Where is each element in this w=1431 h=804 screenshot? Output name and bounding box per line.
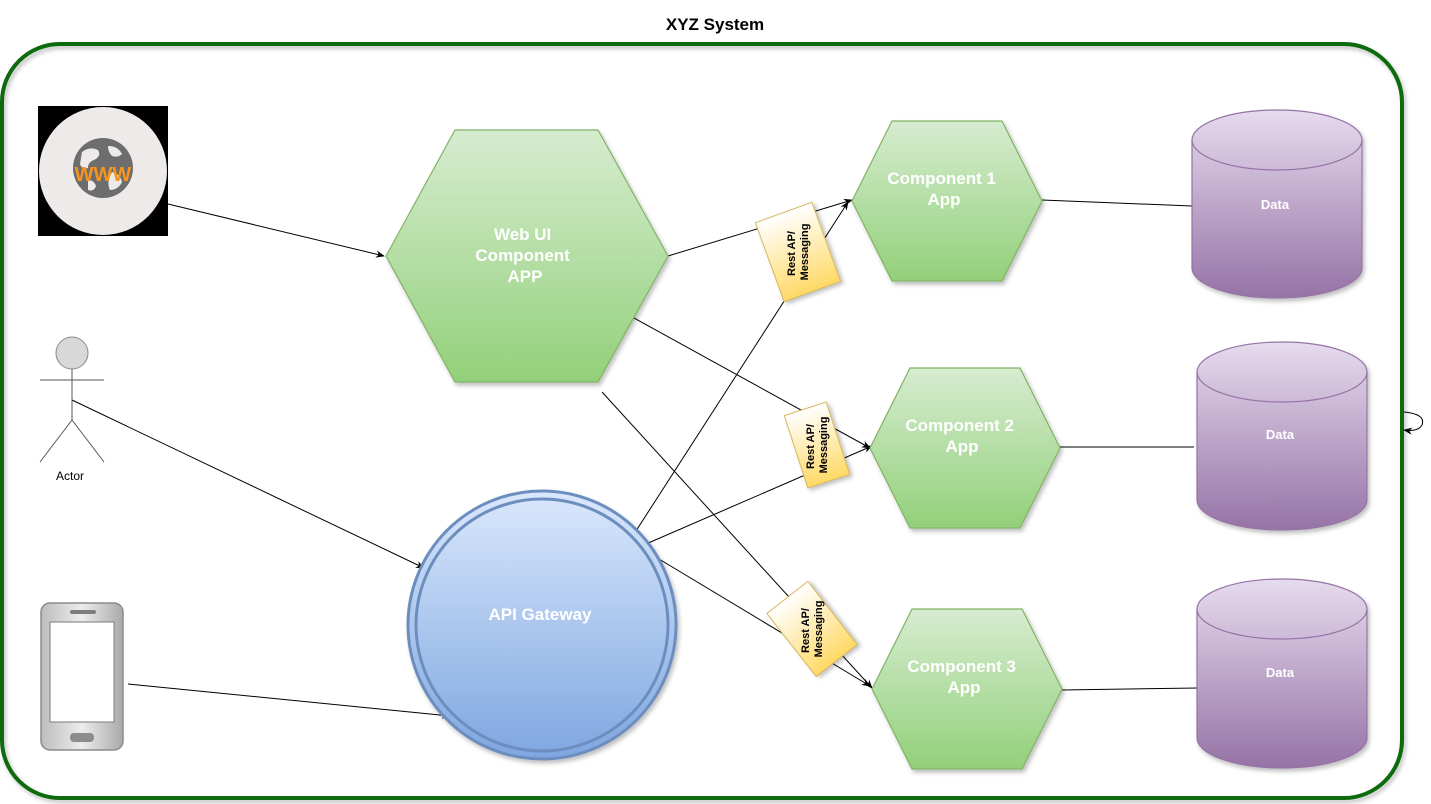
actor-right-leg — [71, 419, 105, 463]
phone-speaker — [70, 610, 96, 614]
rest-api-note-1[interactable]: Rest AP/ Messaging — [754, 201, 842, 303]
component-1-label-line-1: Component 1 — [887, 169, 996, 188]
data-store-2-label: Data — [1266, 427, 1295, 442]
rest-api-note-3-line-2: Messaging — [813, 601, 825, 658]
actor-left-leg — [39, 419, 73, 463]
actor[interactable] — [39, 336, 105, 463]
edge-www-to-webui — [167, 203, 385, 258]
rest-api-note-3-line-1: Rest AP/ — [800, 608, 812, 653]
component-1-app[interactable]: Component 1 App — [851, 120, 1043, 282]
component-2-label-line-2: App — [945, 437, 978, 456]
boundary-loop-arrow — [1403, 411, 1424, 435]
api-gateway[interactable]: API Gateway — [406, 489, 678, 761]
connectors — [71, 198, 1199, 719]
rest-api-note-2-line-1: Rest AP/ — [805, 424, 817, 469]
component-3-label-line-1: Component 3 — [907, 657, 1016, 676]
edge-comp1-to-data1 — [1041, 199, 1193, 207]
data-store-2[interactable] — [1196, 341, 1368, 531]
component-3-app[interactable]: Component 3 App — [871, 608, 1063, 770]
data-store-3-label: Data — [1266, 665, 1295, 680]
actor-head — [55, 336, 89, 370]
data-store-1[interactable] — [1191, 109, 1363, 299]
mobile-phone-icon[interactable] — [40, 602, 124, 751]
component-2-label: Component 2 App — [905, 416, 1018, 456]
web-ui-label-line-2: Component — [475, 246, 570, 265]
edge-mobile-to-gateway — [127, 683, 451, 719]
edge-comp3-to-data3 — [1061, 687, 1199, 691]
api-gateway-label: API Gateway — [489, 605, 593, 624]
rest-api-note-1-line-1: Rest AP/ — [786, 231, 798, 276]
rest-api-note-3-text: Rest AP/ Messaging — [800, 601, 825, 658]
phone-screen — [49, 621, 115, 723]
component-1-label-line-2: App — [927, 190, 960, 209]
web-ui-label-line-1: Web UI — [494, 225, 551, 244]
edge-gateway-to-comp3 — [653, 555, 871, 687]
component-3-label-line-2: App — [947, 678, 980, 697]
web-ui-component-app[interactable]: Web UI Component APP — [385, 129, 669, 383]
web-ui-label: Web UI Component APP — [475, 225, 574, 286]
system-boundary[interactable] — [0, 42, 1404, 800]
phone-home-button — [70, 733, 94, 742]
data-store-3[interactable] — [1196, 578, 1368, 769]
rest-api-note-2[interactable]: Rest AP/ Messaging — [783, 401, 851, 489]
globe-icon — [73, 138, 133, 198]
rest-api-note-3[interactable]: Rest AP/ Messaging — [766, 580, 858, 678]
rest-api-note-2-line-2: Messaging — [818, 417, 830, 474]
rest-api-note-1-line-2: Messaging — [799, 224, 811, 281]
www-label: WWW — [75, 164, 132, 186]
component-2-app[interactable]: Component 2 App — [869, 367, 1061, 529]
component-1-label: Component 1 App — [887, 169, 1000, 209]
component-2-label-line-1: Component 2 — [905, 416, 1014, 435]
diagram-title: XYZ System — [666, 15, 764, 34]
component-3-label: Component 3 App — [907, 657, 1020, 697]
rest-api-note-1-text: Rest AP/ Messaging — [786, 224, 811, 281]
rest-api-note-2-text: Rest AP/ Messaging — [805, 417, 830, 474]
www-source[interactable]: WWW — [38, 106, 168, 236]
data-store-1-label: Data — [1261, 197, 1290, 212]
actor-label: Actor — [56, 469, 84, 483]
edge-actor-to-gateway — [71, 399, 425, 569]
web-ui-label-line-3: APP — [508, 267, 543, 286]
